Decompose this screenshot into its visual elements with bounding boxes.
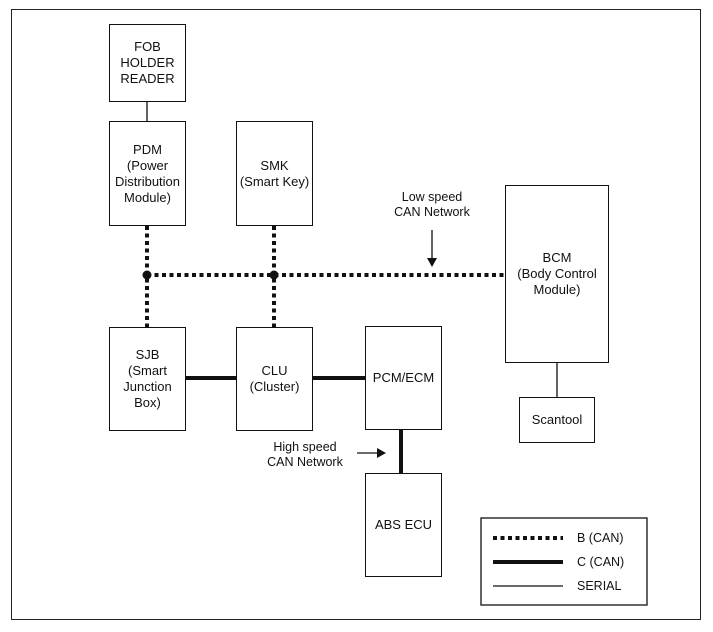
clu-label: CLU (Cluster) <box>249 363 300 394</box>
sjb-box: SJB (Smart Junction Box) <box>109 327 186 431</box>
sjb-label: SJB (Smart Junction Box) <box>123 347 172 410</box>
pdm-label: PDM (Power Distribution Module) <box>114 141 181 205</box>
fob-holder-reader-box: FOB HOLDER READER <box>109 24 186 102</box>
legend-label-serial: SERIAL <box>577 579 622 593</box>
bcm-label: BCM (Body Control Module) <box>517 250 597 297</box>
scantool-label: Scantool <box>531 412 583 427</box>
abs-ecu-box: ABS ECU <box>365 473 442 577</box>
legend-label-c-can: C (CAN) <box>577 555 625 569</box>
bcan-junction-dot <box>269 270 279 280</box>
abs-ecu-label: ABS ECU <box>374 517 433 532</box>
smk-box: SMK (Smart Key) <box>236 121 313 226</box>
pcm-ecm-box: PCM/ECM <box>365 326 442 430</box>
legend-label-b-can: B (CAN) <box>577 531 624 545</box>
high-speed-arrow-head <box>377 448 386 458</box>
diagram-frame <box>11 9 701 620</box>
high-speed-can-label: High speed CAN Network <box>267 440 343 469</box>
clu-box: CLU (Cluster) <box>236 327 313 431</box>
fob-holder-reader-label: FOB HOLDER READER <box>120 39 175 86</box>
low-speed-arrow-head <box>427 258 437 267</box>
pdm-box: PDM (Power Distribution Module) <box>109 121 186 226</box>
pcm-ecm-label: PCM/ECM <box>372 370 435 385</box>
scantool-box: Scantool <box>519 397 595 443</box>
low-speed-can-label: Low speed CAN Network <box>394 190 470 219</box>
bcan-junction-dot <box>142 270 152 280</box>
bcm-box: BCM (Body Control Module) <box>505 185 609 363</box>
smk-label: SMK (Smart Key) <box>239 157 310 189</box>
